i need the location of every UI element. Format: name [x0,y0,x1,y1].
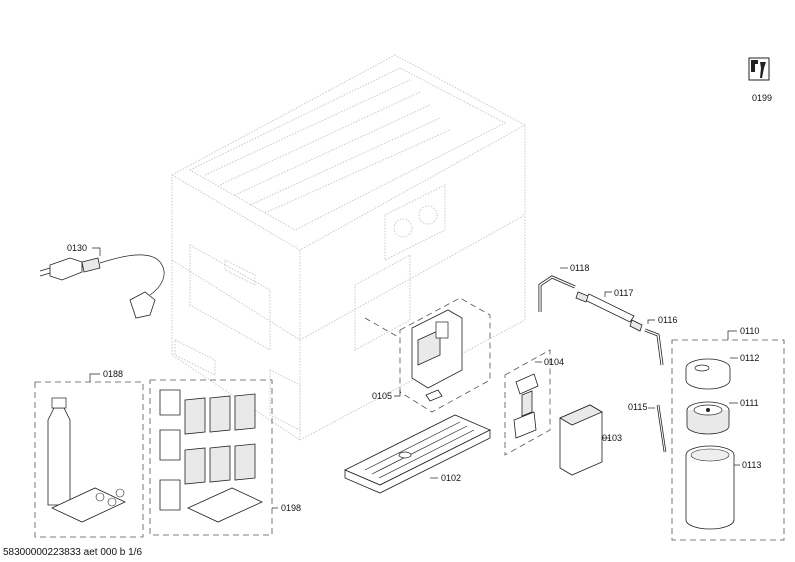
part-label-0116: 0116 [658,315,677,325]
part-label-0118: 0118 [570,263,589,273]
lid-0112-part [685,357,738,390]
part-label-0110: 0110 [740,326,759,336]
appliance-housing-outline [171,54,526,441]
tube-0117-part [575,291,643,332]
part-label-0113: 0113 [742,460,761,470]
drip-tray-part [344,414,491,494]
part-label-0117: 0117 [614,288,633,298]
cleaning-kit-box [34,373,144,538]
module-0103-part [559,404,610,476]
part-label-0104: 0104 [544,357,564,367]
part-label-0111: 0111 [740,398,759,408]
part-label-0103: 0103 [602,433,622,443]
part-label-0188: 0188 [103,369,123,379]
valve-block-group [364,297,491,413]
hose-0118-part [538,267,576,312]
hose-0116-part [644,319,664,366]
fitting-group [504,349,551,456]
container-group-box [671,330,785,541]
service-wrench-icon [748,57,770,81]
accessory-set-box [149,379,278,536]
power-cord-part [39,247,165,319]
part-label-0130: 0130 [67,243,87,253]
part-label-0199: 0199 [752,93,772,103]
rod-0115-part [648,404,667,453]
part-label-0198: 0198 [281,503,301,513]
part-label-0115: 0115 [628,402,647,412]
jar-0113-part [685,445,740,530]
part-label-0102: 0102 [441,473,461,483]
part-label-0105: 0105 [372,391,392,401]
part-label-0112: 0112 [740,353,759,363]
cap-0111-part [686,401,738,435]
drawing-reference-footer: 58300000223833 aet 000 b 1/6 [3,547,143,558]
